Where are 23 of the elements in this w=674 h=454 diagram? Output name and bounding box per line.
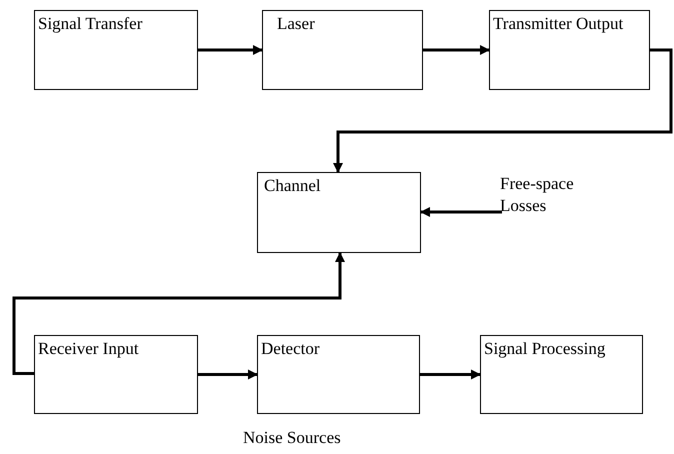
process-box [480,335,643,414]
arrow [198,370,258,380]
process-box [489,10,650,90]
process-box [257,335,420,414]
annotation-text: Noise Sources [243,428,341,448]
process-box [262,10,423,90]
process-box [34,10,198,90]
box-label: Channel [264,175,322,197]
box-label: Detector [261,338,321,360]
arrow [423,45,490,55]
node-label: Free-space Losses [500,173,592,229]
box-label: Transmitter Output [493,13,624,35]
arrow [333,48,672,173]
box-label: Signal Processing [484,338,606,360]
arrow [198,45,263,55]
arrow [420,207,502,217]
box-label: Laser [277,13,316,35]
process-box [257,172,421,253]
box-label: Signal Transfer [38,13,144,35]
arrow [12,252,345,375]
box-label: Receiver Input [38,338,140,360]
arrow [420,370,481,380]
process-box [34,335,198,414]
